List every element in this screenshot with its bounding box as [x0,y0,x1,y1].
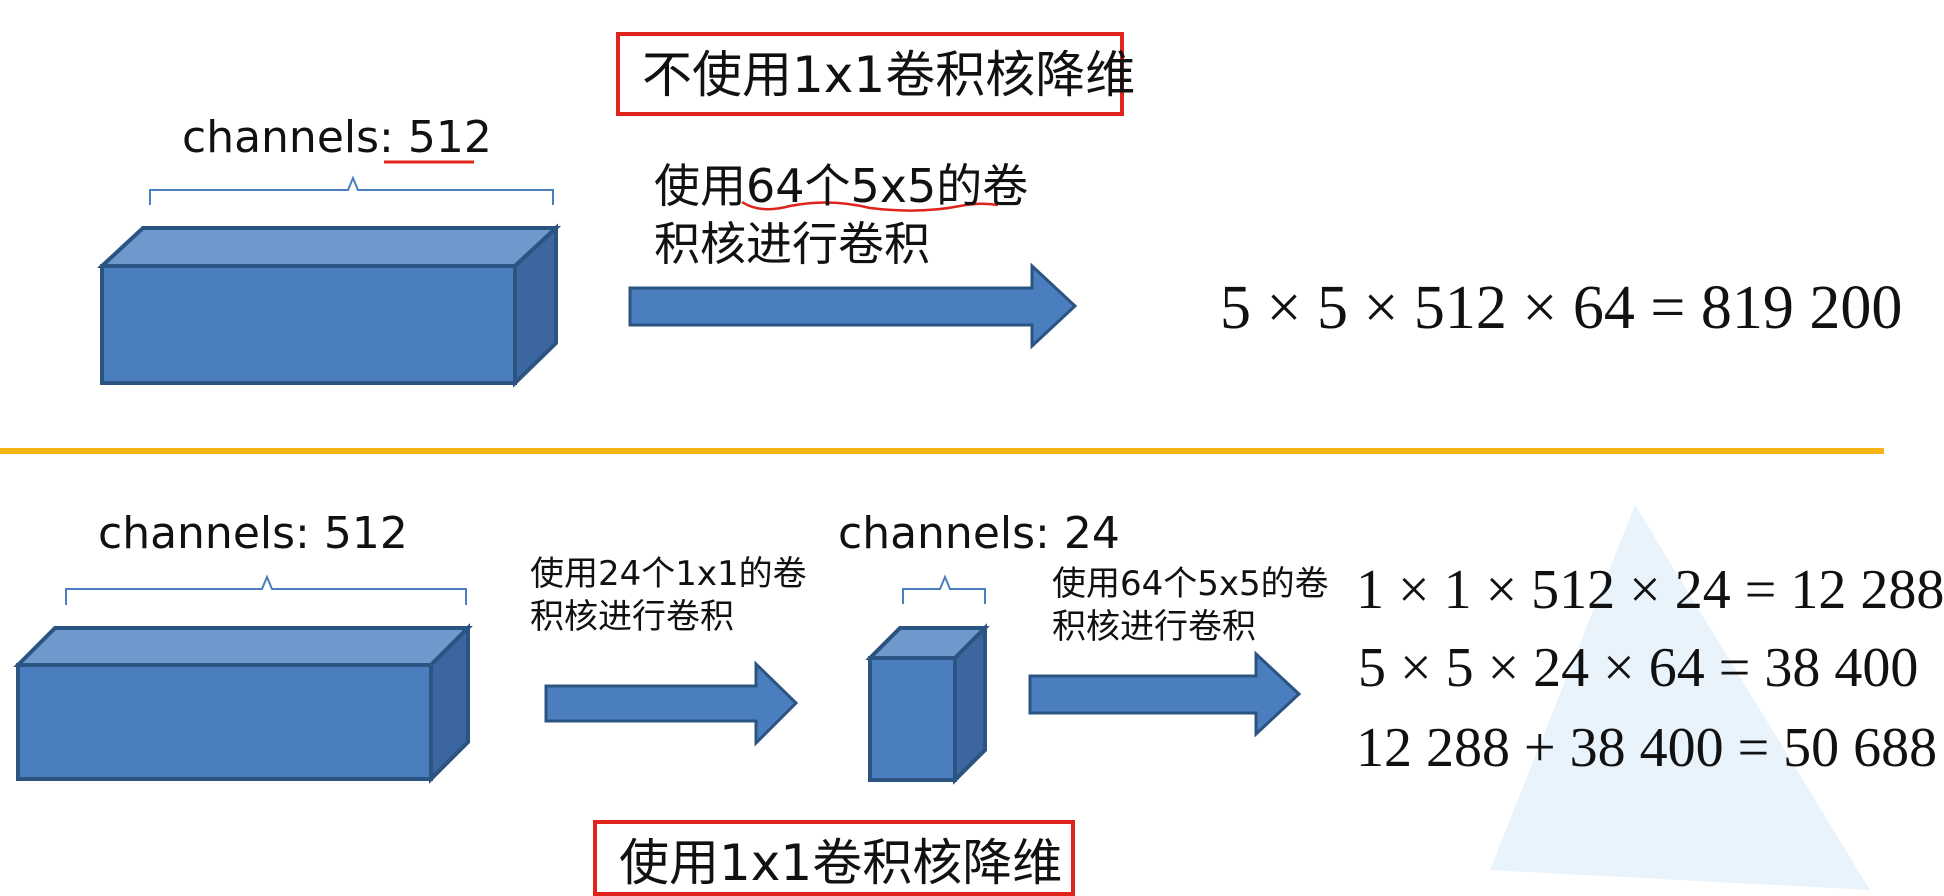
bottom-equation-5x5: 5 × 5 × 24 × 64 = 38 400 [1358,637,1919,699]
top-title: 不使用1x1卷积核降维 [642,46,1136,104]
bottom-conv-description: 使用64个5x5的卷 积核进行卷积 [1052,564,1329,647]
bottom-title: 使用1x1卷积核降维 [619,834,1063,892]
bottom-reduced-block [865,623,990,785]
top-input-block [96,223,562,388]
bottom-input-channels-label: channels: 512 [98,508,408,559]
background-triangle [1490,505,1870,890]
bottom-reduced-channels-label: channels: 24 [838,508,1120,559]
top-channels-label: channels: 512 [182,112,492,163]
bottom-equation-total: 12 288 + 38 400 = 50 688 [1356,717,1938,779]
bottom-conv-arrow [1028,650,1302,738]
underline-kernels [741,200,999,212]
bottom-input-block [13,623,473,784]
bottom-input-channels-brace [65,574,467,605]
bottom-reduce-description: 使用24个1x1的卷 积核进行卷积 [530,554,807,637]
top-channels-brace [149,175,554,205]
bottom-reduced-channels-brace [902,574,986,604]
top-conv-description: 使用64个5x5的卷 积核进行卷积 [654,159,1029,271]
top-title-box: 不使用1x1卷积核降维 [616,32,1135,116]
diagram-canvas [13,160,1870,890]
top-equation: 5 × 5 × 512 × 64 = 819 200 [1220,274,1903,342]
bottom-title-box: 使用1x1卷积核降维 [593,820,1075,896]
section-divider [0,448,1884,454]
bottom-equation-1x1: 1 × 1 × 512 × 24 = 12 288 [1356,559,1944,621]
top-conv-arrow [628,262,1078,350]
bottom-reduce-arrow [544,660,799,747]
